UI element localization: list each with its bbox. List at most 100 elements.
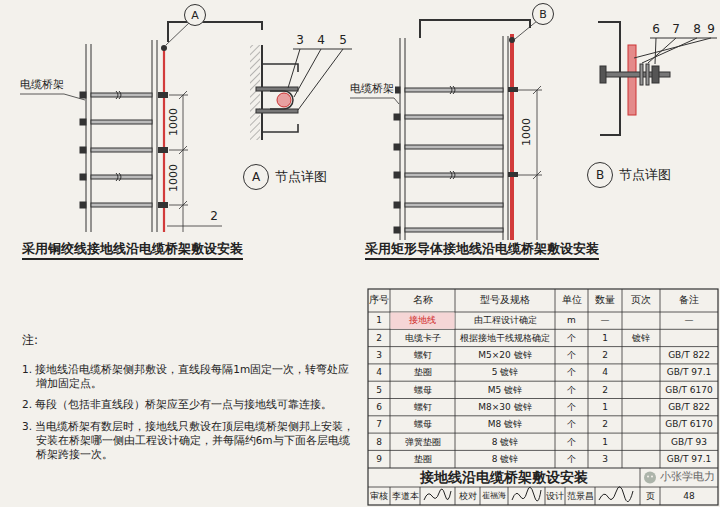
bar-bolts-part (509, 37, 515, 43)
tray-right-part (405, 115, 503, 119)
table-cell: GB/T 93 (661, 434, 717, 449)
callout-number: 5 (339, 34, 347, 48)
detail-b-part (628, 45, 636, 115)
bar-bolts-part (508, 87, 518, 92)
table-cell: 个 (556, 400, 587, 415)
drawing-title: 接地线沿电缆桥架敷设安装 (369, 469, 639, 487)
callout-number: 注: (22, 334, 38, 348)
wire-clamps-part (158, 202, 168, 208)
table-cell: 接地线 (391, 313, 454, 328)
parts-table-part (368, 398, 718, 399)
parts-table-part (555, 289, 556, 468)
title-block-cell: 李道本 (391, 488, 419, 504)
parts-table-part (545, 487, 546, 505)
table-cell: 8 (369, 434, 389, 449)
notes-block: 1. 接地线沿电缆桥架侧邦敷设，直线段每隔1m固定一次，转弯处应增加固定点。2.… (22, 362, 360, 468)
tray-right-part (405, 173, 503, 177)
tray-left-part (80, 92, 86, 98)
watermark-icon-part (647, 476, 649, 478)
tray-right-part (508, 36, 509, 240)
leader-lines-left-part (166, 22, 190, 45)
dimension-right-part (533, 171, 541, 179)
table-header: 数量 (589, 290, 621, 311)
parts-table-part (565, 487, 566, 505)
tray-right-part (394, 114, 400, 120)
parts-table-part (368, 346, 718, 347)
tray-left-part (80, 202, 86, 208)
callout-number: 9 (707, 23, 715, 37)
detail-a-part (262, 64, 298, 72)
table-header: 页次 (623, 290, 659, 311)
wire-clamps-part (161, 45, 167, 51)
table-cell: 个 (556, 382, 587, 397)
parts-table-part (368, 329, 718, 330)
table-cell: 个 (556, 451, 587, 466)
tray-right-part (394, 144, 400, 150)
tray-right-part (405, 203, 503, 207)
watermark: 小张学电力 (659, 471, 716, 484)
detail-b-part (634, 38, 711, 58)
section-title: 采用矩形导体接地线沿电缆桥架敷设安装 (365, 242, 599, 260)
section-title: 采用铜绞线接地线沿电缆桥架敷设安装 (22, 242, 243, 260)
parts-table-part (368, 467, 718, 468)
parts-table-part (368, 433, 718, 434)
detail-caption: 节点详图 (619, 166, 671, 184)
parts-table-part (368, 289, 718, 505)
title-block-cell: 审核 (369, 488, 389, 504)
title-block-cell: 崔福海 (481, 488, 507, 504)
table-cell: M5×20 镀锌 (456, 348, 554, 363)
leader-lines-right-part (350, 98, 399, 104)
table-cell: 1 (589, 434, 621, 449)
detail-a-part (298, 49, 343, 110)
table-cell: M8×30 镀锌 (456, 400, 554, 415)
tray-left-part (168, 22, 262, 42)
detail-b-part (598, 22, 620, 135)
dimension-right (518, 86, 542, 240)
callout-number: 6 (652, 23, 660, 37)
parts-table (368, 289, 718, 505)
table-cell: 弹簧垫圈 (391, 434, 454, 449)
table-cell: 个 (556, 365, 587, 380)
tray-right (394, 20, 530, 240)
table-cell: 螺钉 (391, 348, 454, 363)
callout-number: 2 (210, 210, 218, 224)
title-block-cell: 设计 (546, 488, 564, 504)
bar-bolts-part (508, 172, 518, 177)
dimension-left-part (179, 91, 187, 99)
highlight-cell (391, 313, 455, 329)
table-cell: 垫圈 (391, 451, 454, 466)
table-cell: 8 镀锌 (456, 451, 554, 466)
detail-callout: B (532, 3, 554, 25)
table-cell: 2 (589, 382, 621, 397)
dimension-text: 1000 (168, 164, 181, 192)
tray-left-part (80, 174, 86, 180)
parts-table-part (660, 289, 661, 468)
note-text: 3. 当电缆桥架有数层时，接地线只敷设在顶层电缆桥架侧邦上安装，安装在桥架哪一侧… (22, 419, 360, 462)
table-header: 序号 (369, 290, 389, 311)
parts-table-part (640, 468, 641, 505)
detail-a-part (250, 45, 260, 140)
tray-right-part (405, 228, 503, 232)
table-cell: 5 (369, 382, 389, 397)
signatures-part (599, 487, 633, 502)
table-cell: 2 (589, 417, 621, 432)
note-text: 1. 接地线沿电缆桥架侧邦敷设，直线段每隔1m固定一次，转弯处应增加固定点。 (22, 362, 360, 390)
detail-b-part (640, 64, 643, 85)
table-cell: — (589, 313, 621, 328)
parts-table-part (622, 289, 623, 468)
detail-label: A节点详图 (243, 164, 327, 190)
tray-right-part (405, 145, 503, 149)
tray-left-part (116, 91, 121, 99)
table-cell: 1 (589, 330, 621, 345)
dimension-text: 1000 (521, 118, 534, 146)
detail-label: B节点详图 (587, 162, 671, 188)
table-cell: 9 (369, 451, 389, 466)
parts-table-part (390, 487, 391, 505)
table-cell: 垫圈 (391, 365, 454, 380)
leader-lines-left-part (20, 94, 85, 100)
table-cell: 4 (369, 365, 389, 380)
tray-right-part (405, 88, 503, 92)
detail-a-part (270, 91, 293, 109)
detail-b-part (642, 38, 697, 63)
tray-left-part (91, 203, 152, 207)
